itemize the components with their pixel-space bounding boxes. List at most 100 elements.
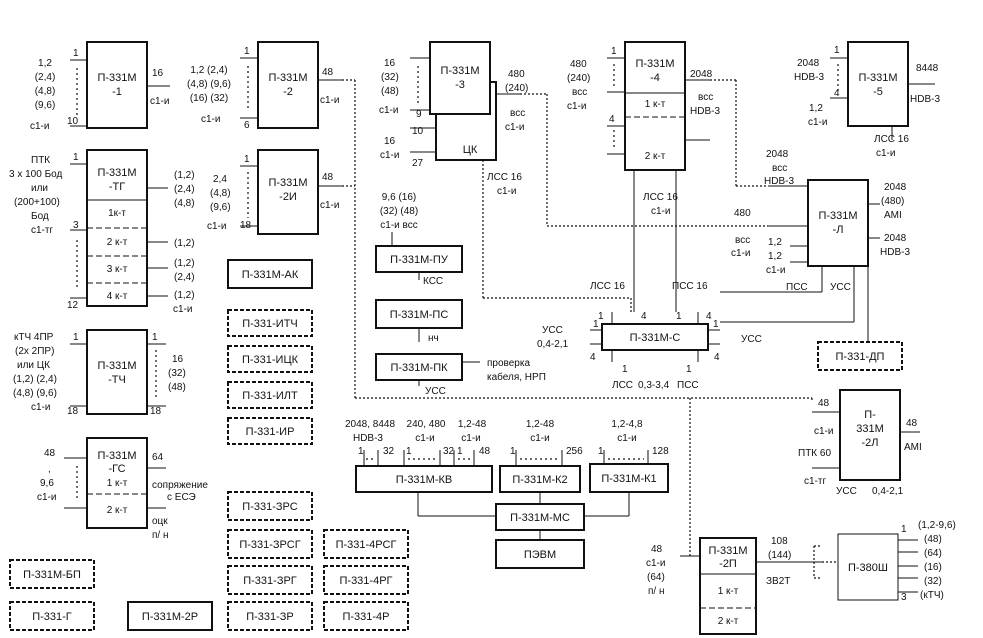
signal-label: или [31, 183, 48, 194]
device-p331m-2r[interactable]: П-331М-2Р [127, 601, 213, 631]
note-label: проверка [487, 358, 530, 369]
rate-label: (1,2) (2,4) [13, 374, 57, 385]
port-label: 1 [713, 319, 719, 330]
block-p331m-kv[interactable]: 2048, 8448 HDB-3 240, 480 с1-и 1,2-48 с1… [345, 419, 493, 493]
block-p331m-pk[interactable]: П-331М-ПК УСС проверка кабеля, НРП [375, 353, 546, 397]
device-p331-zr[interactable]: П-331-ЗР [227, 601, 313, 631]
block-p331m-k1[interactable]: 1,2-4,8 с1-и 1 128 П-331М-К1 [589, 419, 669, 493]
block-p331m-ps[interactable]: П-331М-ПС нч [375, 299, 463, 344]
device-p331-4rg[interactable]: П-331-4РГ [323, 565, 409, 595]
signal-label: п/ н [648, 586, 665, 597]
ck-title: ЦК [463, 144, 478, 156]
rate-label: (48) [924, 534, 942, 545]
device-p331-itch[interactable]: П-331-ИТЧ [227, 309, 313, 337]
device-label: П-331-4Р [342, 611, 389, 623]
block-p331m-2[interactable]: П-331М -2 1 6 1,2 (2,4) (4,8) (9,6) (16)… [187, 41, 342, 131]
rate-label: (64) [647, 572, 665, 583]
signal-label: с1-и [415, 433, 434, 444]
block-title: П-380Ш [848, 562, 888, 574]
block-title: П-331М-К1 [601, 473, 656, 485]
rate-label: 16 [384, 58, 396, 69]
signal-label: AMI [884, 210, 902, 221]
signal-label: HDB-3 [690, 106, 720, 117]
device-p331-ilt[interactable]: П-331-ИЛТ [227, 381, 313, 409]
device-p331-g[interactable]: П-331-Г [9, 601, 95, 631]
rate-label: (32) [168, 368, 186, 379]
device-p331-zrsg[interactable]: П-331-ЗРСГ [227, 529, 313, 559]
device-p331-ir[interactable]: П-331-ИР [227, 417, 313, 445]
block-p331m-tg[interactable]: П-331М -ТГ 1к-т 2 к-т 3 к-т 4 к-т 1 3 12… [9, 149, 195, 315]
signal-label: с1-и [207, 221, 226, 232]
rate-label: 48 [906, 418, 918, 429]
block-p380sh[interactable]: П-380Ш 1 3 (1,2-9,6) (48) (64) (16) (32)… [837, 520, 956, 603]
block-p331m-ms[interactable]: П-331М-МС [495, 503, 585, 531]
block-subtitle: 331М [856, 423, 884, 435]
block-title: П-331М [708, 545, 747, 557]
kit-label: 1 к-т [107, 478, 128, 489]
port-label: 1 [244, 46, 250, 57]
device-label: П-331-4РГ [340, 575, 393, 587]
signal-label: Бод [31, 211, 49, 222]
block-p331m-4[interactable]: П-331М -4 1 к-т 2 к-т 1 4 480 (240) всс … [567, 41, 720, 312]
device-p331m-ak[interactable]: П-331М-АК [227, 259, 313, 289]
block-p331m-l[interactable]: П-331М -Л 2048 всс HDB-3 480 всс с1-и 1,… [720, 149, 910, 346]
signal-label: кТЧ 4ПР [14, 332, 54, 343]
device-label: П-331-ИТЧ [242, 318, 298, 330]
port-label: 18 [67, 406, 79, 417]
block-p331m-2p[interactable]: П-331М -2П 1 к-т 2 к-т 48 с1-и (64) п/ н… [646, 536, 822, 635]
port-label: 4 [609, 114, 615, 125]
block-pevm[interactable]: ПЭВМ [495, 539, 585, 569]
block-p331-dp[interactable]: П-331-ДП [817, 341, 903, 371]
block-title: П-331М [268, 177, 307, 189]
signal-label: с1-и [379, 105, 398, 116]
block-p331m-5[interactable]: П-331М -5 1 4 2048 HDB-3 1,2 с1-и 8448 H… [794, 41, 940, 159]
block-subtitle: -2И [279, 191, 297, 203]
block-p331m-2i[interactable]: П-331М -2И 1 18 2,4 (4,8) (9,6) с1-и 48 … [207, 149, 342, 235]
signal-label: с1-и [766, 265, 785, 276]
rate-label: 48 [44, 448, 56, 459]
block-title: П-331М [635, 58, 674, 70]
rate-label: 2048 [797, 58, 820, 69]
block-p331m-2l[interactable]: П- 331М -2Л 48 с1-и ПТК 60 с1-тг 48 AMI … [798, 389, 922, 497]
signal-label: с1-и [530, 433, 549, 444]
device-label: П-331-ЗРСГ [239, 539, 300, 551]
signal-label: с1-и [505, 122, 524, 133]
device-p331m-bp[interactable]: П-331М-БП [9, 559, 95, 589]
signal-label: ЛСС 16 [590, 281, 625, 292]
block-p331m-k2[interactable]: 1,2-48 с1-и 1 256 П-331М-К2 [499, 419, 583, 493]
signal-label: УСС [425, 386, 446, 397]
signal-label: HDB-3 [794, 72, 824, 83]
rate-label: (32) (48) [380, 206, 418, 217]
block-title: П-331М [97, 450, 136, 462]
rate-label: (480) [881, 196, 904, 207]
device-p331-4rsg[interactable]: П-331-4РСГ [323, 529, 409, 559]
block-title: П-331М-ПС [390, 309, 449, 321]
block-p331m-pu[interactable]: 9,6 (16) (32) (48) с1-и всс П-331М-ПУ КС… [375, 192, 463, 287]
device-p331-ick[interactable]: П-331-ИЦК [227, 345, 313, 373]
block-p331m-gs[interactable]: П-331М -ГС 1 к-т 2 к-т 48 , 9,6 с1-и 64 … [37, 437, 208, 541]
rate-label: 1,2-4,8 [611, 419, 643, 430]
port-label: 3 [901, 592, 907, 603]
block-p331m-s[interactable]: П-331М-С ЛСС 16 ПСС 16 УСС 0,4-2,1 УСС Л… [537, 281, 762, 391]
kit-label: 1 к-т [718, 586, 739, 597]
kit-label: 1к-т [108, 208, 126, 219]
rate-label: 48 [322, 172, 334, 183]
rate-label: 1,2 (2,4) [190, 65, 227, 76]
block-p331m-1[interactable]: П-331М -1 1 10 1,2 (2,4) (4,8) (9,6) с1-… [30, 41, 170, 132]
port-label: 256 [566, 446, 583, 457]
port-label: 1 [611, 46, 617, 57]
port-label: 1 [622, 364, 628, 375]
signal-label: УСС [741, 334, 762, 345]
rate-label: , [48, 464, 51, 475]
device-p331-4r[interactable]: П-331-4Р [323, 601, 409, 631]
port-label: 1 [73, 48, 79, 59]
rate-label: (144) [768, 550, 791, 561]
signal-label: с1-и [30, 121, 49, 132]
device-p331-zrg[interactable]: П-331-ЗРГ [227, 565, 313, 595]
device-p331-zrs[interactable]: П-331-ЗРС [227, 491, 313, 521]
signal-label: ПСС [786, 282, 808, 293]
block-title: П-331М-КВ [396, 474, 453, 486]
block-p331m-tch[interactable]: П-331М -ТЧ 1 18 1 18 кТЧ 4ПР (2х 2ПР) ил… [13, 329, 186, 417]
block-p331m-3[interactable]: П-331М -3 ЦК 16 (32) (48) с1-и 9 10 16 с… [379, 41, 528, 197]
rate-label: 2,4 [213, 174, 227, 185]
